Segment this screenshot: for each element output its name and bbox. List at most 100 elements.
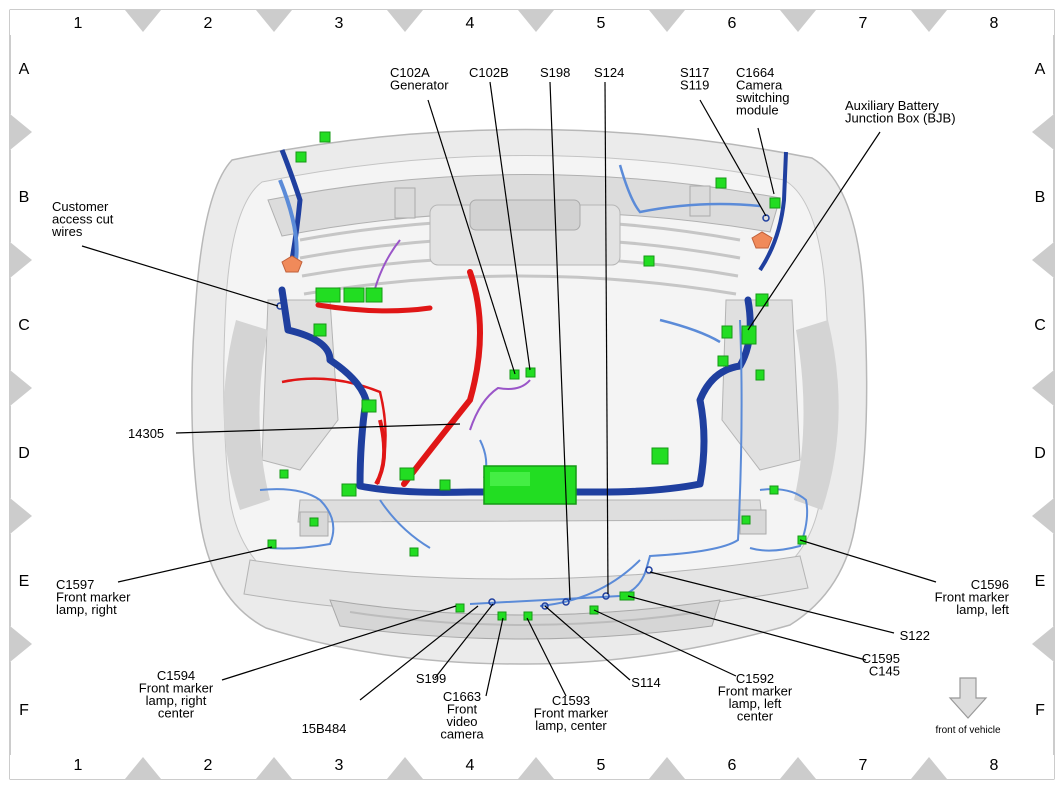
grid-row-label: D: [1034, 445, 1046, 462]
grid-tick: [911, 10, 947, 32]
callout-line: module: [736, 103, 779, 118]
callout-line: C1597: [56, 577, 94, 592]
grid-tick: [518, 757, 554, 779]
callout-s122: S122: [900, 628, 930, 643]
grid-tick: [10, 370, 32, 406]
callout-line: lamp, right: [146, 693, 207, 708]
callout-line: C1663: [443, 689, 481, 704]
callout-line: lamp, left: [729, 696, 782, 711]
grid-column-label: 2: [204, 15, 213, 32]
grid-row-label: E: [1035, 573, 1046, 590]
callout-line: S119: [680, 78, 709, 93]
grid-row-label: A: [1035, 61, 1046, 78]
grid-tick: [256, 10, 292, 32]
callout-line: Front marker: [935, 590, 1010, 605]
callout-leaders: [81, 81, 937, 701]
down-arrow-icon: [948, 677, 988, 719]
grid-column-label: 4: [466, 15, 475, 32]
grid-row-label: F: [19, 702, 29, 719]
grid-tick: [1032, 626, 1054, 662]
callout-line: Front: [447, 702, 478, 717]
grid-tick: [1032, 114, 1054, 150]
callout-s124: S124: [594, 65, 624, 80]
grid-tick: [518, 10, 554, 32]
callout-line: S198: [540, 65, 570, 80]
grid-column-label: 6: [728, 757, 737, 774]
callout-line: C1592: [736, 671, 774, 686]
callout-n15b484: 15B484: [302, 721, 347, 736]
callout-n14305: 14305: [128, 426, 164, 441]
grid-column-label: 8: [990, 15, 999, 32]
grid-row-label: C: [18, 317, 30, 334]
grid-tick: [1032, 370, 1054, 406]
callout-s199: S199: [416, 671, 446, 686]
grid-tick: [10, 626, 32, 662]
callout-line: S117: [680, 65, 709, 80]
callout-c102b: C102B: [469, 65, 509, 80]
grid-tick: [125, 10, 161, 32]
front-of-vehicle-label: front of vehicle: [935, 725, 1000, 736]
callout-line: wires: [51, 224, 83, 239]
callout-line: Customer: [52, 199, 109, 214]
grid-row-label: A: [19, 61, 30, 78]
grid-column-label: 7: [859, 15, 868, 32]
callout-line: 15B484: [302, 721, 347, 736]
grid-row-label: F: [1035, 702, 1045, 719]
front-of-vehicle-indicator: front of vehicle: [935, 677, 1001, 736]
grid-tick: [911, 757, 947, 779]
callout-line: 14305: [128, 426, 164, 441]
grid-zone-ticks: [10, 10, 1054, 779]
callout-line: S122: [900, 628, 930, 643]
grid-column-label: 3: [335, 757, 344, 774]
callout-line: C1594: [157, 668, 195, 683]
callout-line: camera: [440, 727, 484, 742]
callout-line: C1596: [971, 577, 1009, 592]
grid-column-label: 1: [74, 15, 83, 32]
grid-tick: [780, 757, 816, 779]
grid-column-label: 2: [204, 757, 213, 774]
vehicle-front-end: [191, 128, 868, 665]
callout-line: C102B: [469, 65, 509, 80]
grid-column-label: 8: [990, 757, 999, 774]
callout-line: Front marker: [718, 684, 793, 699]
callout-line: S114: [631, 675, 660, 690]
grid-tick: [649, 757, 685, 779]
callout-line: S199: [416, 671, 446, 686]
callout-line: switching: [736, 90, 789, 105]
grid-tick: [10, 498, 32, 534]
callout-line: S124: [594, 65, 624, 80]
callout-line: C1664: [736, 65, 774, 80]
grid-tick: [10, 114, 32, 150]
grid-row-label: B: [19, 189, 30, 206]
wiring-harness: [259, 131, 809, 621]
grid-tick: [125, 757, 161, 779]
grid-tick: [256, 757, 292, 779]
grid-tick: [387, 10, 423, 32]
grid-column-label: 5: [597, 757, 606, 774]
grid-column-label: 3: [335, 15, 344, 32]
callout-line: lamp, left: [956, 602, 1009, 617]
grid-tick: [649, 10, 685, 32]
grid-tick: [780, 10, 816, 32]
grid-row-label: C: [1034, 317, 1046, 334]
callout-line: Front marker: [534, 706, 609, 721]
callout-line: C145: [869, 664, 900, 679]
grid-column-label: 1: [74, 757, 83, 774]
grid-tick: [387, 757, 423, 779]
grid-tick: [10, 242, 32, 278]
callout-line: center: [158, 706, 195, 721]
